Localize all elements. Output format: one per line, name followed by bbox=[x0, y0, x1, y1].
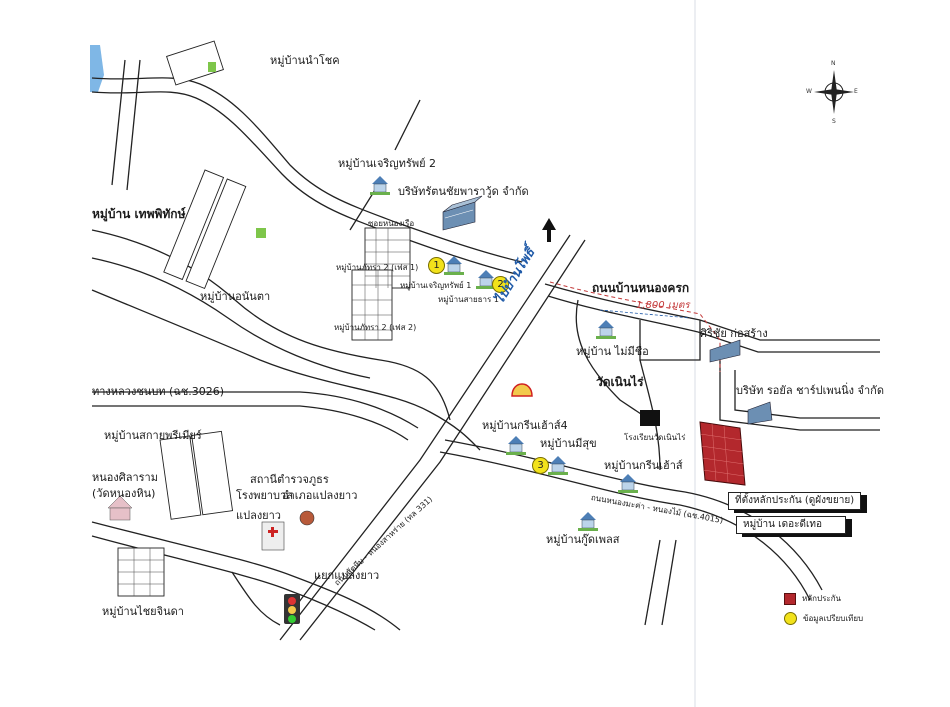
label-thep-phithak: หมู่บ้าน เทพพิทักษ์ bbox=[92, 207, 186, 221]
label-green-leaf: หมู่บ้านกรีนเฮ้าส์ bbox=[604, 459, 683, 472]
label-sakthar-1: หมู่บ้านสายธาร 1 bbox=[438, 295, 499, 304]
house-icon bbox=[596, 320, 616, 339]
label-ban-mai-mi-chue: หมู่บ้าน ไม่มีชื่อ bbox=[576, 345, 649, 358]
house-icon bbox=[578, 512, 598, 531]
label-green-leaf-4: หมู่บ้านกรีนเฮ้าส์4 bbox=[482, 419, 568, 432]
housing-grid-lines bbox=[118, 228, 410, 596]
house-icon bbox=[618, 474, 638, 493]
label-ratchai-company: บริษัทรัตนชัยพาราวู้ด จำกัด bbox=[398, 185, 529, 198]
compass-east: E bbox=[854, 88, 858, 95]
label-chai-chin: หมู่บ้านไชยจินดา bbox=[102, 605, 184, 618]
compass-south: S bbox=[832, 118, 836, 125]
factory-icon bbox=[747, 401, 773, 425]
legend-collateral-swatch bbox=[784, 592, 796, 605]
legend-compare-swatch bbox=[784, 612, 797, 625]
label-nong-sila: หนองศิลาราม bbox=[92, 471, 158, 484]
road-network bbox=[91, 59, 880, 641]
estate-label: หมู่บ้าน เดอะดีเทอ bbox=[736, 516, 846, 534]
comparison-marker-1: 1 bbox=[428, 257, 445, 274]
hospital-icon bbox=[261, 521, 285, 551]
house-icon bbox=[444, 256, 464, 275]
label-wat-noen-rai: วัดเนินไร่ bbox=[596, 375, 644, 389]
company-building-icon bbox=[442, 195, 483, 231]
house-icon bbox=[370, 176, 390, 195]
label-police: สถานีตำรวจภูธร bbox=[250, 473, 329, 486]
compass-rose: N S E W bbox=[806, 60, 858, 125]
label-wat-nong-hin: (วัดหนองหิน) bbox=[92, 487, 156, 500]
label-phattra-2-phase-2: หมู่บ้านภัทรา 2 (เฟส 2) bbox=[334, 323, 417, 332]
factory-icon bbox=[709, 339, 741, 363]
label-school: โรงเรียนวัดเนินไร่ bbox=[624, 433, 686, 442]
compass-icon bbox=[814, 70, 854, 114]
temple-icon bbox=[107, 495, 133, 521]
legend-compare-text: ข้อมูลเปรียบเทียบ bbox=[803, 614, 864, 623]
label-nong-krok-road: ถนนบ้านหนองครก bbox=[592, 281, 690, 295]
label-anan-ta: หมู่บ้านอนันตา bbox=[200, 290, 271, 303]
compass-north: N bbox=[831, 60, 836, 67]
label-charoen-sap-1: หมู่บ้านเจริญทรัพย์ 1 bbox=[400, 281, 472, 290]
comparison-marker-3: 3 bbox=[532, 457, 549, 474]
label-mee-suk: หมู่บ้านมีสุข bbox=[540, 437, 597, 450]
label-distance: 1,800 เมตร bbox=[636, 300, 690, 311]
compass-west: W bbox=[806, 88, 812, 95]
label-royal-company: บริษัท รอยัล ชาร์ปเพนนิ่ง จำกัด bbox=[736, 384, 884, 397]
label-highway-3026: ทางหลวงชนบท (ฉช.3026) bbox=[92, 385, 225, 398]
label-hospital: โรงพยาบาล bbox=[236, 489, 293, 502]
label-sirichai: ศิริชัย ก่อสร้าง bbox=[700, 327, 768, 340]
green-patch bbox=[208, 62, 216, 72]
comparison-marker-2: 2 bbox=[492, 276, 509, 293]
school-icon bbox=[640, 410, 660, 426]
label-ban-nam-chok: หมู่บ้านนำโชค bbox=[270, 54, 340, 67]
water-body bbox=[90, 45, 104, 92]
label-plaeng-yao-district: อำเภอแปลงยาว bbox=[282, 489, 358, 502]
direction-arrow-icon bbox=[542, 218, 556, 242]
legend-collateral: หลักประกัน bbox=[784, 592, 841, 605]
housing-blocks bbox=[117, 40, 411, 597]
green-patch bbox=[256, 228, 266, 238]
shell-logo-icon bbox=[511, 383, 533, 397]
traffic-light-icon bbox=[284, 594, 300, 624]
label-charoen-sap-2: หมู่บ้านเจริญทรัพย์ 2 bbox=[338, 157, 437, 170]
collateral-site-label: ที่ตั้งหลักประกัน (ดูผังขยาย) bbox=[728, 492, 862, 510]
house-icon bbox=[506, 436, 526, 455]
label-phattra-2-phase-1: หมู่บ้านภัทรา 2 (เฟส 1) bbox=[336, 263, 419, 272]
route-dashed bbox=[549, 281, 721, 372]
legend-collateral-text: หลักประกัน bbox=[802, 594, 842, 603]
legend-compare: ข้อมูลเปรียบเทียบ bbox=[784, 612, 863, 625]
police-icon bbox=[299, 510, 315, 526]
label-intersection: แยกแปลงยาว bbox=[314, 569, 380, 582]
collateral-site bbox=[699, 421, 746, 486]
label-sakai-premier: หมู่บ้านสกายพรีเมียร์ bbox=[104, 429, 202, 442]
label-plaeng-yao: แปลงยาว bbox=[236, 509, 281, 522]
label-good-place: หมู่บ้านกู๊ดเพลส bbox=[546, 533, 620, 546]
house-icon bbox=[548, 456, 568, 475]
label-sub-road: ซอยหนองเรือ bbox=[368, 219, 415, 228]
